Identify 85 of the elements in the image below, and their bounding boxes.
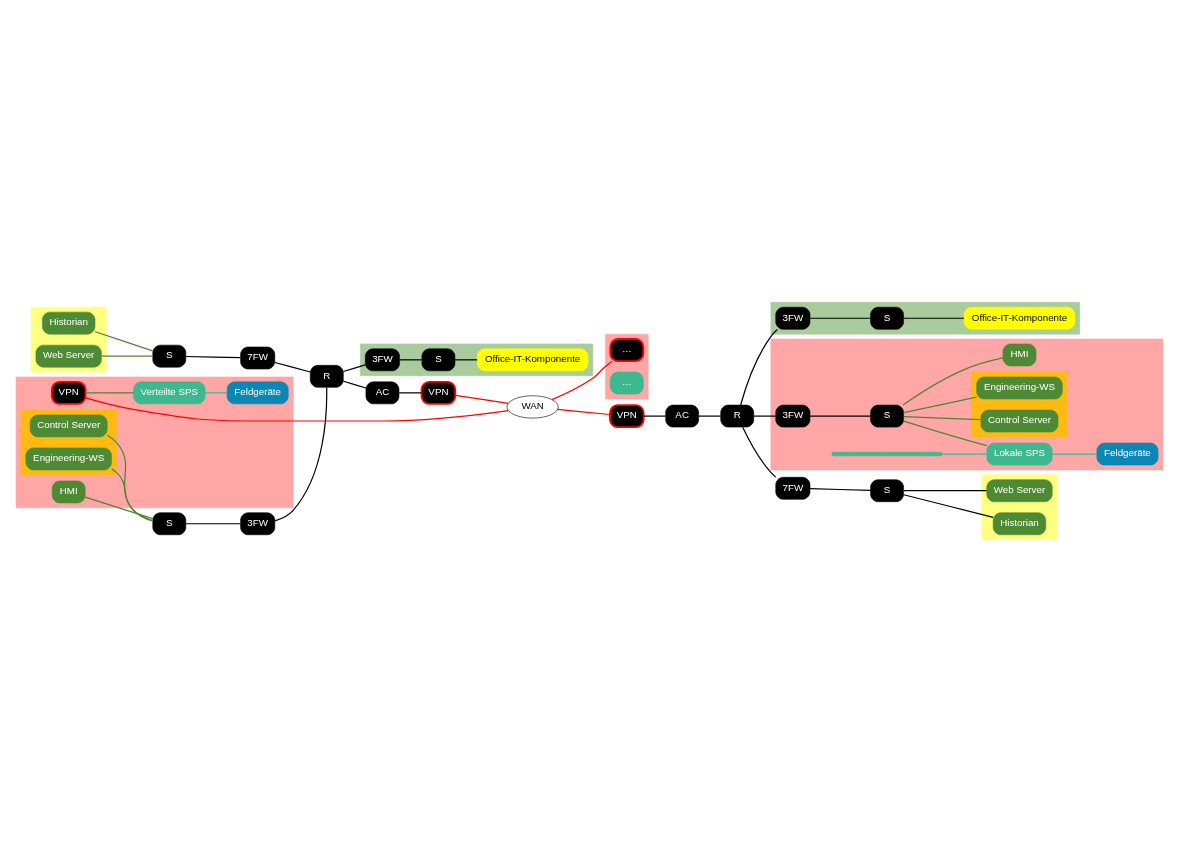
connector <box>274 361 311 373</box>
node-box: S <box>870 478 904 502</box>
node-box: Office-IT-Komponente <box>963 306 1076 330</box>
node-box: 3FW <box>775 404 811 427</box>
connector <box>342 380 367 389</box>
connector <box>185 522 241 524</box>
connector <box>84 495 154 519</box>
node-box: Engineering-WS <box>976 376 1063 399</box>
node-box: Lokale SPS <box>986 442 1053 465</box>
cluster <box>20 409 117 475</box>
node-box: Engineering-WS <box>25 447 112 470</box>
node-box: Historian <box>992 511 1047 535</box>
node-box: Control Server <box>29 414 108 437</box>
node-box: VPN <box>609 403 645 428</box>
node-box: Feldgeräte <box>226 381 289 404</box>
cluster <box>360 343 594 376</box>
node-ellipse: WAN <box>506 394 559 418</box>
node-box: S <box>870 306 904 330</box>
connector <box>454 394 509 404</box>
connector <box>454 358 478 360</box>
connector <box>643 415 667 417</box>
node-box: Web Server <box>986 478 1053 502</box>
node-box: HMI <box>51 480 86 503</box>
connector <box>941 452 988 455</box>
connector <box>903 317 965 319</box>
node-box: AC <box>665 404 699 427</box>
connector <box>274 386 328 521</box>
connector <box>903 415 982 420</box>
connector <box>902 356 1004 406</box>
connector <box>753 415 777 417</box>
node-box: 7FW <box>240 346 276 369</box>
connector <box>399 358 423 360</box>
node-box: 3FW <box>365 348 400 371</box>
cluster <box>770 301 1081 334</box>
node-box: AC <box>365 381 400 404</box>
connector <box>903 489 988 491</box>
connector <box>809 415 872 417</box>
connector <box>903 395 978 413</box>
node-box: Control Server <box>980 409 1059 432</box>
node-box: S <box>421 348 456 371</box>
node-box: R <box>309 364 344 388</box>
connector <box>84 396 509 422</box>
node-box: HMI <box>1002 343 1037 366</box>
node-box: S <box>152 344 187 367</box>
node-box: 7FW <box>775 476 811 500</box>
node-box: R <box>720 404 755 427</box>
cluster <box>605 333 649 399</box>
node-box: Historian <box>42 311 96 334</box>
connector <box>903 420 988 446</box>
connector <box>85 391 135 393</box>
connector <box>342 363 366 372</box>
connector <box>106 434 154 522</box>
connector <box>111 467 154 521</box>
connector <box>740 328 778 406</box>
node-box: 3FW <box>775 306 811 330</box>
connector <box>551 360 613 400</box>
node-box: Office-IT-Komponente <box>476 348 589 371</box>
connector <box>185 355 241 358</box>
node-box: … <box>610 371 644 394</box>
connector <box>204 391 228 393</box>
connector <box>809 487 872 491</box>
cluster <box>15 376 294 508</box>
node-box: … <box>609 337 645 362</box>
node-box: VPN <box>420 380 457 405</box>
node-box: VPN <box>50 380 87 405</box>
connector <box>1051 452 1098 455</box>
cluster <box>770 338 1164 470</box>
node-box: S <box>870 404 904 427</box>
node-bar <box>831 451 943 456</box>
connector <box>809 317 872 319</box>
node-box: Web Server <box>35 344 102 367</box>
node-box: Feldgeräte <box>1096 442 1159 465</box>
cluster <box>981 474 1058 540</box>
node-box: 3FW <box>240 511 276 535</box>
connector <box>698 415 722 417</box>
node-box: S <box>152 511 187 535</box>
connector <box>398 391 423 393</box>
cluster <box>971 371 1068 437</box>
connector <box>94 330 154 351</box>
cluster <box>30 306 107 372</box>
connector <box>903 493 994 518</box>
connector <box>100 355 154 357</box>
connector <box>742 426 777 478</box>
connector <box>557 408 611 415</box>
node-box: Verteilte SPS <box>133 381 206 404</box>
